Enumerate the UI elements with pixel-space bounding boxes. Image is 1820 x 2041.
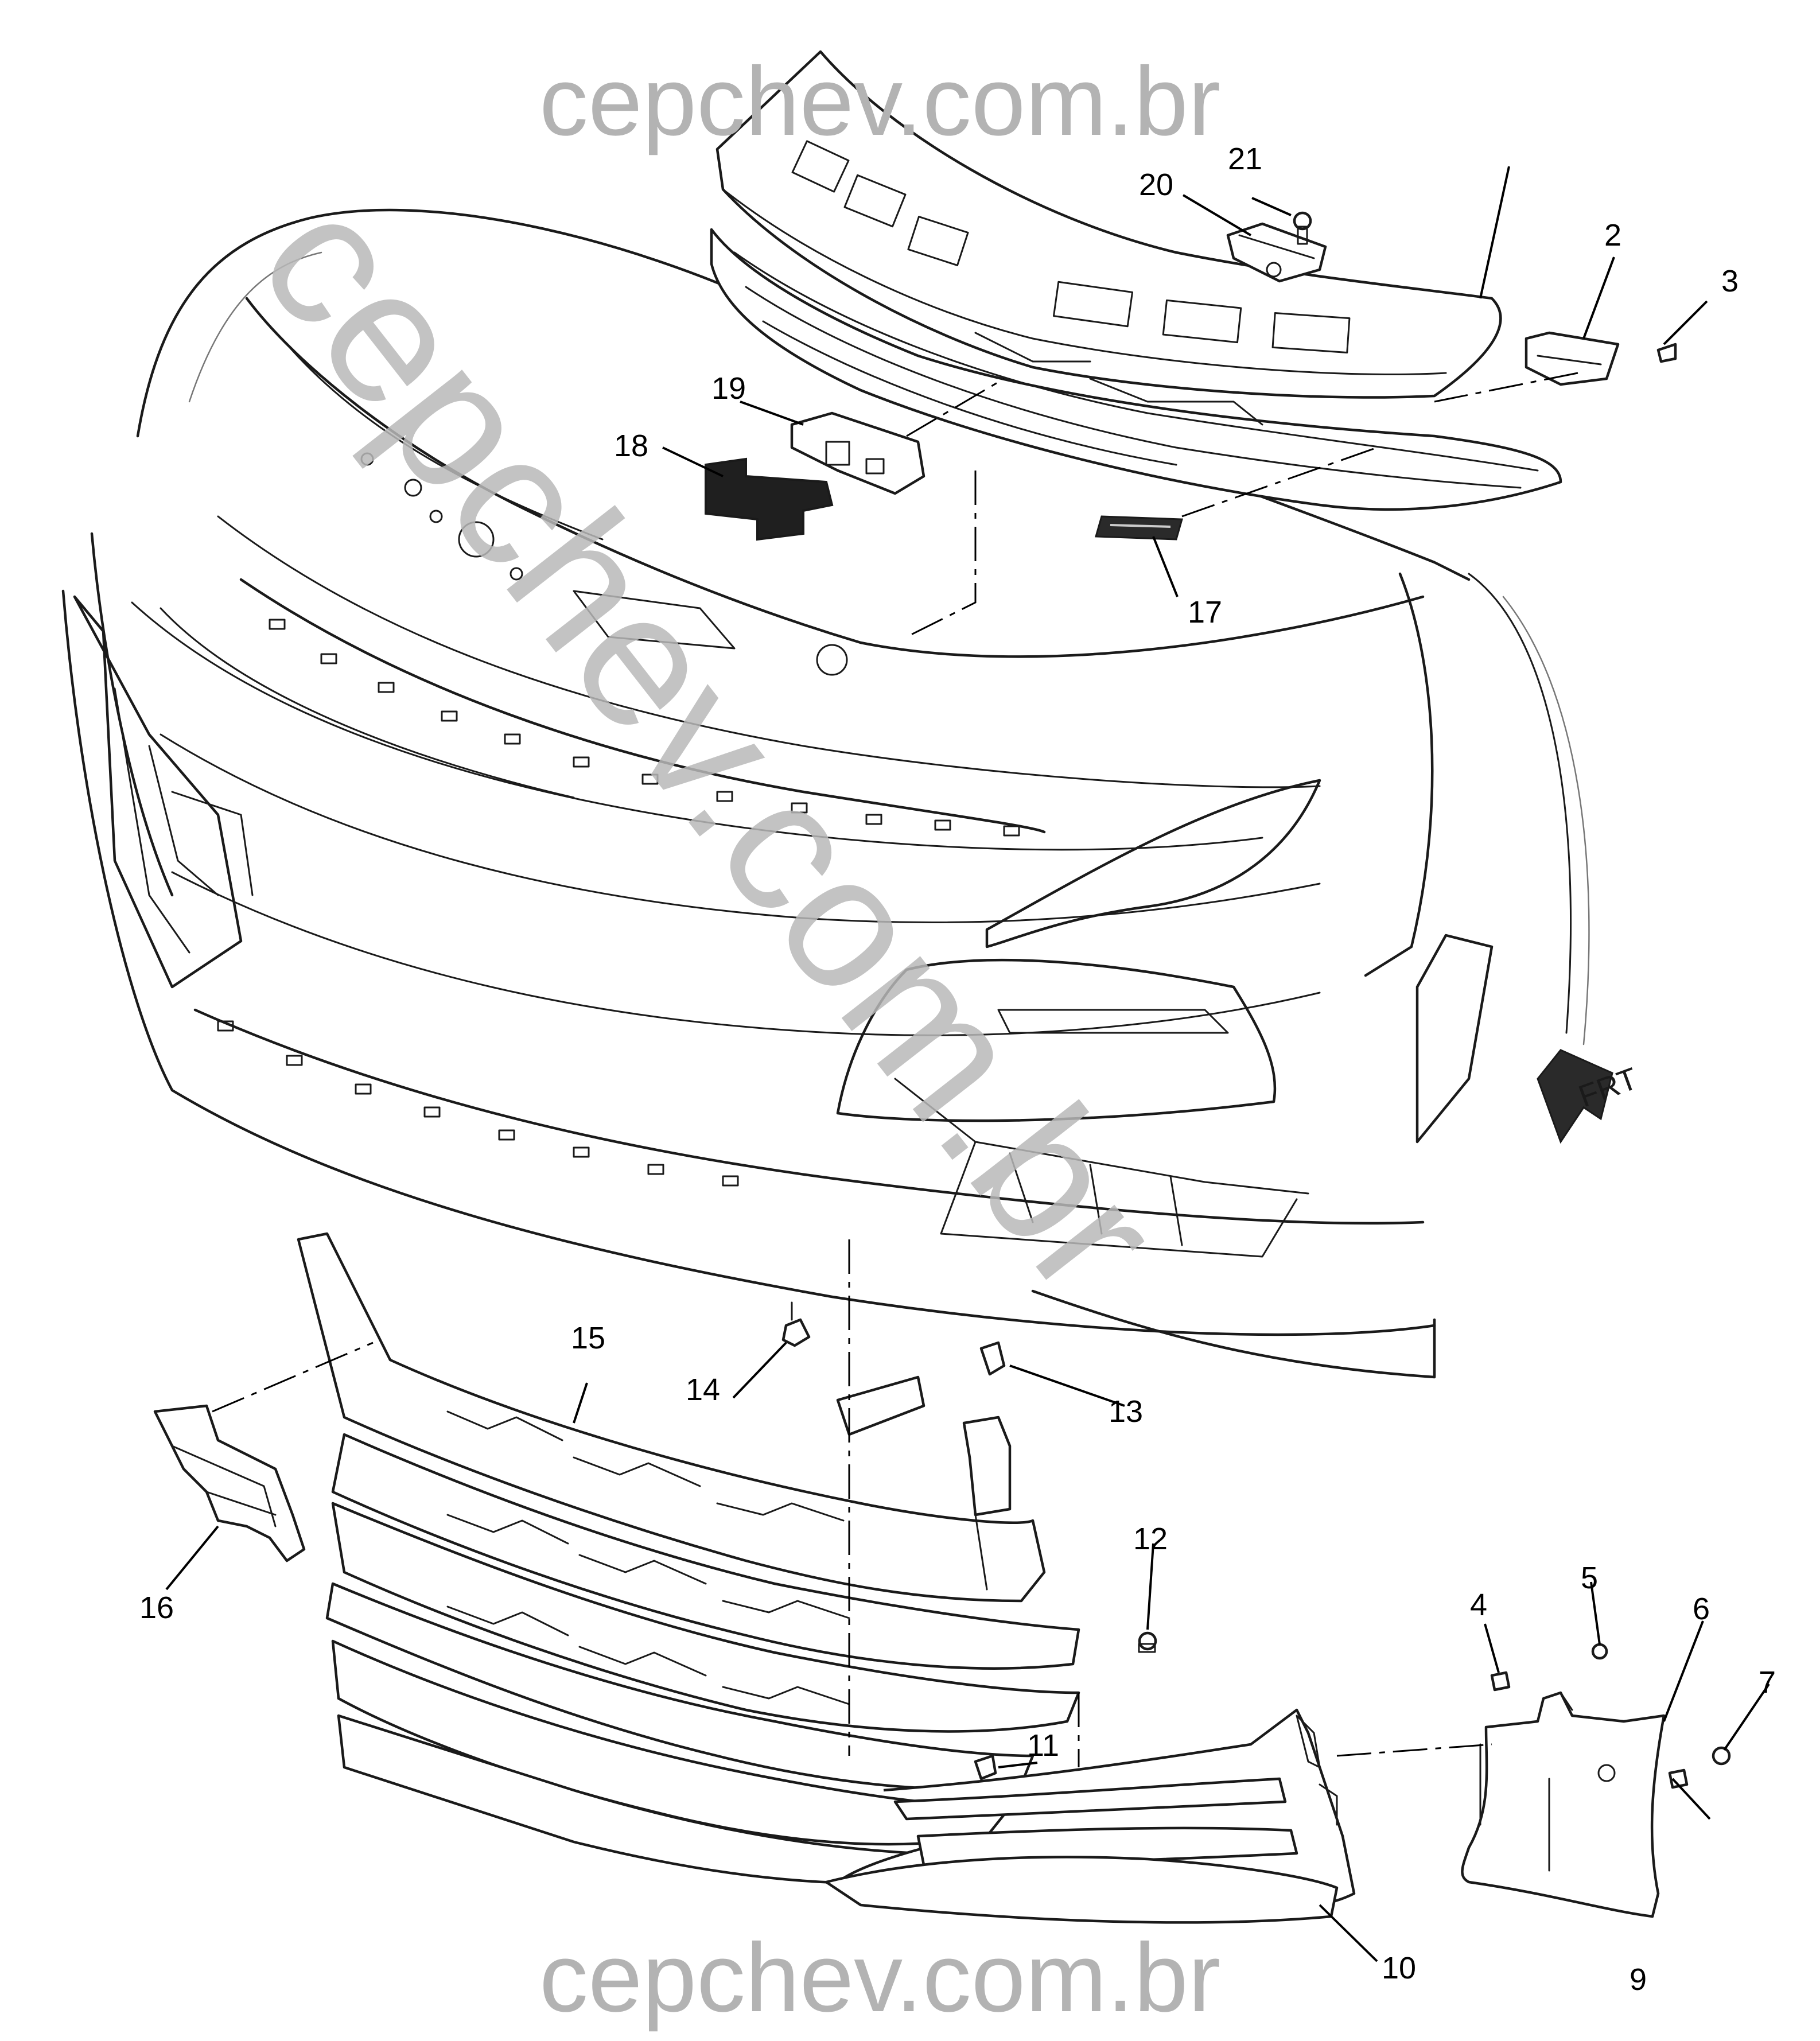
upper-grille-assembly: [710, 50, 1562, 511]
part-11-clip: [974, 1754, 997, 1780]
callout-17: 17: [1188, 595, 1222, 629]
callout-21: 21: [1228, 142, 1262, 176]
part-20-bracket: [1226, 222, 1327, 283]
callout-5: 5: [1581, 1561, 1598, 1595]
part-12-bolt: [1138, 1631, 1157, 1653]
callout-numbers: 21 20 2 3 19 18 17 15 14 13 16 12 11 4 5…: [139, 142, 1776, 1997]
part-7-bolt: [1712, 1746, 1731, 1766]
callout-7: 7: [1759, 1665, 1776, 1700]
watermark-bottom: cepchev.com.br: [539, 1923, 1220, 2032]
part-3-clip: [1656, 343, 1677, 363]
callout-14: 14: [686, 1373, 720, 1407]
part-15-lower-grille: [297, 1232, 1080, 1885]
part-17-badge: [1095, 515, 1183, 541]
callout-15: 15: [571, 1321, 605, 1355]
part-16-bracket: [153, 1404, 306, 1562]
part-10-fog-lamp-bezel: [825, 1708, 1356, 1924]
callout-9: 9: [1630, 1962, 1647, 1997]
callout-4: 4: [1470, 1588, 1487, 1622]
callout-19: 19: [711, 371, 746, 406]
callout-6: 6: [1693, 1592, 1710, 1626]
callout-10: 10: [1382, 1951, 1416, 1985]
part-4-nut: [1490, 1671, 1511, 1692]
part-14-push-pin: [781, 1301, 811, 1347]
front-direction-arrow-icon: FRT: [1537, 1049, 1642, 1144]
front-bumper-fascia: [61, 208, 1590, 1379]
callout-16: 16: [139, 1591, 174, 1625]
callout-11: 11: [1027, 1728, 1059, 1763]
callout-12: 12: [1133, 1522, 1168, 1556]
part-5-bolt: [1591, 1643, 1608, 1660]
part-13-clip: [979, 1341, 1006, 1376]
part-8-nut: [1668, 1768, 1689, 1789]
part-18-bowtie-emblem: [705, 457, 834, 541]
callout-3: 3: [1721, 264, 1739, 298]
part-19-emblem-bracket: [790, 411, 925, 495]
leader-lines: [165, 166, 1770, 1962]
callout-2: 2: [1604, 218, 1621, 252]
part-21-bolt: [1293, 211, 1312, 245]
part-2-bracket: [1525, 331, 1620, 386]
watermark-top: cepchev.com.br: [539, 47, 1220, 156]
callout-18: 18: [614, 429, 648, 463]
callout-20: 20: [1139, 168, 1173, 202]
callout-13: 13: [1109, 1394, 1143, 1429]
fascia-clip-marks: [217, 619, 1020, 1187]
part-6-bracket: [1461, 1691, 1666, 1918]
hood-holes: [360, 452, 848, 676]
